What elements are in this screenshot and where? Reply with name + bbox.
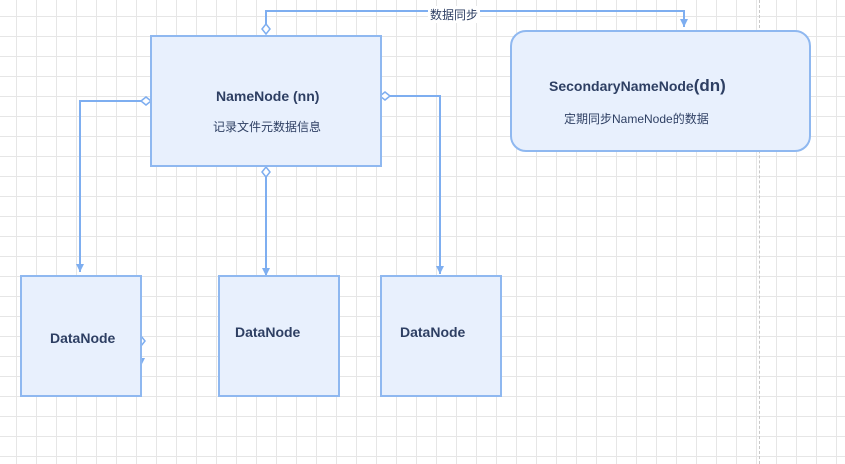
- namenode-datanode3-diamond: [378, 91, 392, 101]
- namenode-box[interactable]: NameNode (nn) 记录文件元数据信息: [150, 35, 382, 167]
- secondary-namenode-title-main: SecondaryNameNode: [549, 78, 694, 94]
- sync-edge-label: 数据同步: [428, 6, 481, 23]
- secondary-namenode-subtitle: 定期同步NameNode的数据: [564, 112, 709, 126]
- namenode-subtitle: 记录文件元数据信息: [213, 120, 322, 134]
- page-boundary-guide: [759, 0, 760, 464]
- datanode-box-3[interactable]: DataNode: [380, 275, 502, 397]
- datanode-label: DataNode: [235, 324, 301, 340]
- sync-connector-diamond: [261, 22, 271, 36]
- datanode-label: DataNode: [400, 324, 466, 340]
- namenode-datanode1-connector[interactable]: [76, 100, 146, 272]
- datanode-box-2[interactable]: DataNode: [218, 275, 340, 397]
- namenode-datanode3-connector[interactable]: [385, 95, 444, 274]
- namenode-datanode2-diamond: [261, 165, 271, 179]
- secondary-namenode-title-suffix: (dn): [693, 76, 726, 95]
- secondary-namenode-box[interactable]: SecondaryNameNode(dn) 定期同步NameNode的数据: [510, 30, 811, 152]
- datanode-box-1[interactable]: DataNode: [20, 275, 142, 397]
- namenode-title: NameNode (nn): [216, 88, 320, 104]
- datanode-label: DataNode: [50, 330, 116, 346]
- secondary-namenode-title: SecondaryNameNode(dn): [549, 76, 726, 96]
